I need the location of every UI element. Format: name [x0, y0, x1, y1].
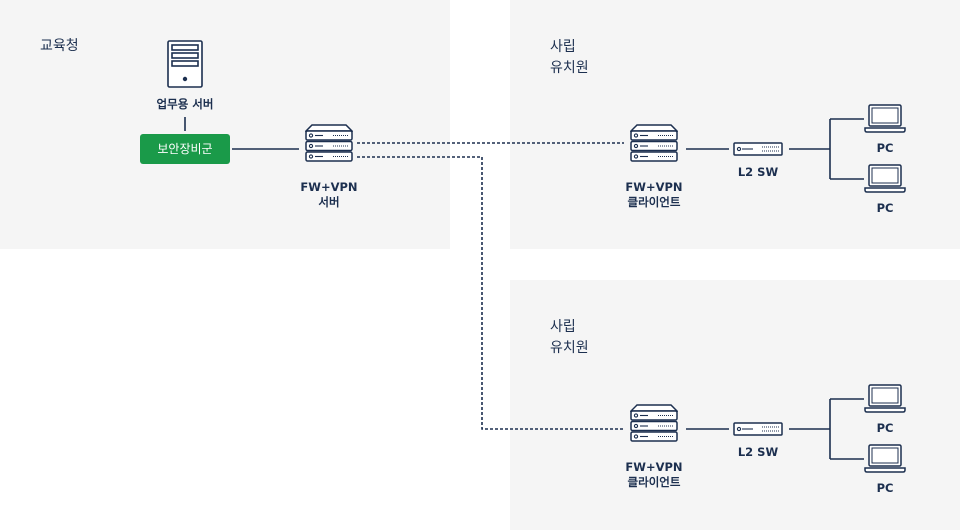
l2-switch-2-label: L2 SW — [737, 445, 779, 459]
pc-1a-label: PC — [876, 141, 894, 155]
zone-title-kindergarten-2: 사립 유치원 — [550, 317, 589, 359]
laptop-icon — [864, 444, 906, 473]
zone-title-education-office: 교육청 — [40, 38, 79, 54]
fw-vpn-client-label-line1: FW+VPN — [625, 180, 683, 194]
fw-vpn-server-label: FW+VPN 서버 — [284, 180, 374, 210]
security-equipment-group: 보안장비군 — [140, 134, 230, 164]
laptop-icon — [864, 104, 906, 133]
tower-server-icon — [167, 40, 203, 88]
fw-vpn-client-label-line2: 클라이언트 — [627, 475, 681, 489]
zone-title-line1: 사립 — [550, 39, 576, 55]
zone-title-kindergarten-1: 사립 유치원 — [550, 37, 589, 79]
fw-vpn-server-label-line2: 서버 — [318, 195, 340, 209]
zone-title-line1: 사립 — [550, 319, 576, 335]
fw-vpn-client-label-line1: FW+VPN — [625, 460, 683, 474]
fw-vpn-client-2-label: FW+VPN 클라이언트 — [609, 460, 699, 490]
rack-server-icon — [630, 124, 678, 162]
zone-title-line2: 유치원 — [550, 60, 589, 76]
pc-1b-label: PC — [876, 201, 894, 215]
fw-vpn-client-1-label: FW+VPN 클라이언트 — [609, 180, 699, 210]
switch-icon — [733, 422, 783, 436]
laptop-icon — [864, 384, 906, 413]
laptop-icon — [864, 164, 906, 193]
rack-server-icon — [305, 124, 353, 162]
switch-icon — [733, 142, 783, 156]
pc-2a-label: PC — [876, 421, 894, 435]
fw-vpn-server-label-line1: FW+VPN — [300, 180, 358, 194]
link-fwvpn-to-client2 — [357, 156, 624, 430]
zone-education-office — [0, 0, 450, 249]
pc-2b-label: PC — [876, 481, 894, 495]
l2-switch-1-label: L2 SW — [737, 165, 779, 179]
business-server-label: 업무용 서버 — [156, 97, 214, 111]
link-switch2-to-pcs — [789, 398, 864, 460]
zone-title-line2: 유치원 — [550, 340, 589, 356]
link-switch1-to-pcs — [789, 118, 864, 180]
rack-server-icon — [630, 404, 678, 442]
fw-vpn-client-label-line2: 클라이언트 — [627, 195, 681, 209]
